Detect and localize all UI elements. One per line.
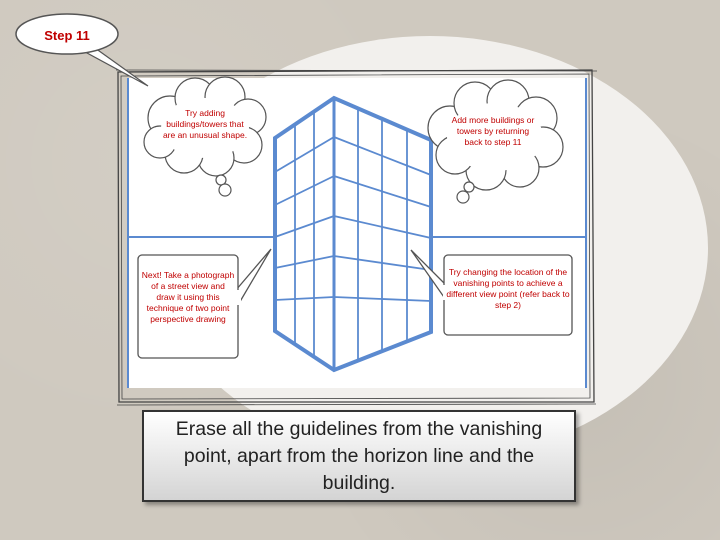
note-bottom-left: Next! Take a photograph of a street view… xyxy=(141,270,235,324)
speech-bubble-bottom-left xyxy=(137,248,272,359)
note-top-left: Try adding buildings/towers that are an … xyxy=(162,108,248,140)
building-drawing xyxy=(273,95,433,373)
sketch-frame xyxy=(115,69,598,406)
note-top-right: Add more buildings or towers by returnin… xyxy=(451,115,535,147)
step-speech-bubble xyxy=(15,13,149,87)
step-label: Step 11 xyxy=(44,27,90,43)
speech-bubble-bottom-right xyxy=(410,249,573,336)
thought-cloud-top-left xyxy=(143,76,267,197)
thought-cloud-top-right xyxy=(427,79,564,204)
caption-box: Erase all the guidelines from the vanish… xyxy=(142,410,576,502)
note-bottom-right: Try changing the location of the vanishi… xyxy=(446,267,570,310)
